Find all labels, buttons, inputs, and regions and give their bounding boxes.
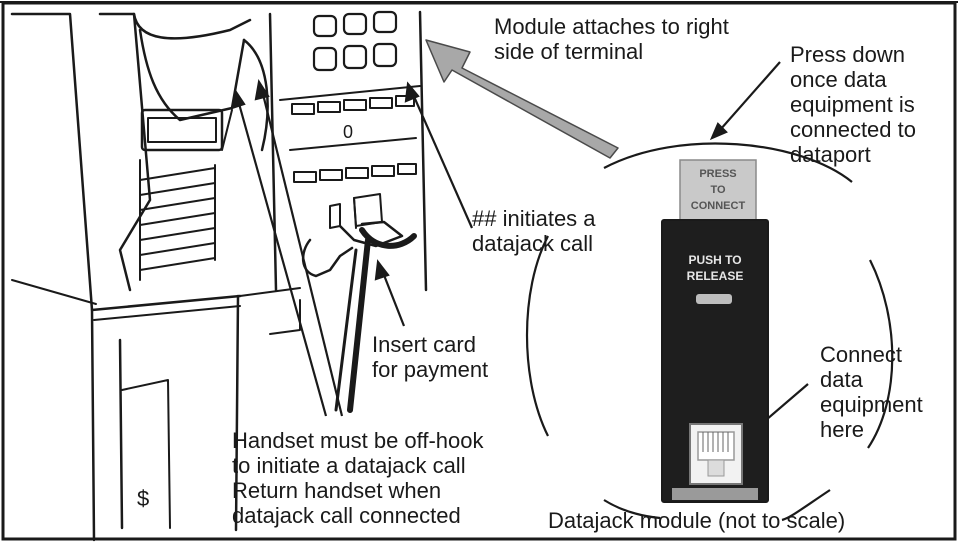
connect-line-4: here bbox=[820, 417, 865, 442]
caption-datajack-module: Datajack module (not to scale) bbox=[548, 508, 846, 533]
press-line-2: TO bbox=[710, 184, 726, 196]
release-line-1: PUSH TO bbox=[688, 253, 742, 267]
initiates-line-2: datajack call bbox=[472, 231, 594, 256]
module-attaches-line-1: Module attaches to right bbox=[494, 14, 729, 39]
release-line-2: RELEASE bbox=[686, 269, 744, 283]
label-module-attaches: Module attaches to right side of termina… bbox=[494, 14, 729, 64]
press-line-3: CONNECT bbox=[690, 200, 746, 212]
insert-card-line-1: Insert card bbox=[372, 332, 476, 357]
handset-line-3: Return handset when bbox=[232, 478, 442, 503]
module-circle bbox=[525, 142, 894, 522]
press-line-1: PRESS bbox=[699, 168, 737, 180]
release-slot bbox=[696, 294, 732, 304]
handset-line-1: Handset must be off-hook bbox=[232, 428, 484, 453]
terminal-illustration bbox=[10, 10, 428, 542]
press-down-line-5: dataport bbox=[790, 142, 871, 167]
label-handset: Handset must be off-hook to initiate a d… bbox=[232, 428, 484, 528]
module-attaches-line-2: side of terminal bbox=[494, 39, 644, 64]
coin-symbol: $ bbox=[137, 486, 149, 511]
label-initiates-call: ## initiates a datajack call bbox=[472, 206, 596, 256]
label-connect-data: Connect data equipment here bbox=[820, 342, 923, 442]
handset-line-4: datajack call connected bbox=[232, 503, 461, 528]
push-to-release-text: PUSH TO RELEASE bbox=[662, 252, 768, 284]
label-press-down: Press down once data equipment is connec… bbox=[790, 42, 916, 167]
connect-line-3: equipment bbox=[820, 392, 923, 417]
connect-line-2: data bbox=[820, 367, 863, 392]
datajack-module bbox=[661, 159, 769, 503]
dial-zero: 0 bbox=[343, 122, 353, 142]
press-down-line-4: connected to bbox=[790, 117, 916, 142]
press-down-line-1: Press down bbox=[790, 42, 905, 67]
press-down-line-3: equipment is bbox=[790, 92, 915, 117]
press-down-line-2: once data bbox=[790, 67, 887, 92]
initiates-line-1: ## initiates a bbox=[472, 206, 596, 231]
connect-line-1: Connect bbox=[820, 342, 902, 367]
insert-card-line-2: for payment bbox=[372, 357, 489, 382]
press-to-connect-text: PRESS TO CONNECT bbox=[680, 166, 756, 214]
handset-line-2: to initiate a datajack call bbox=[232, 453, 466, 478]
label-insert-card: Insert card for payment bbox=[372, 332, 488, 382]
attach-direction-arrow bbox=[425, 39, 619, 159]
